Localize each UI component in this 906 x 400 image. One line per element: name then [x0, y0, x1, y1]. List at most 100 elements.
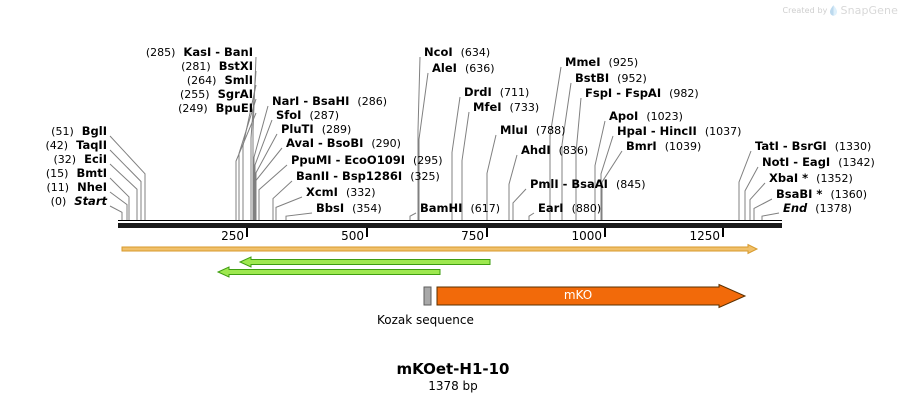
enzyme-name: BanII - Bsp1286I [296, 169, 403, 183]
enzyme-label: (0) Start [51, 195, 107, 208]
enzyme-label: AleI (636) [432, 62, 495, 75]
ruler-tick [722, 228, 724, 237]
ruler-tick-label: 1250 [689, 229, 720, 243]
enzyme-position: (636) [464, 62, 495, 75]
feature-kozak[interactable] [423, 286, 432, 306]
enzyme-position: (952) [617, 72, 647, 85]
enzyme-position: (711) [499, 86, 530, 99]
enzyme-position: (15) [45, 167, 69, 180]
enzyme-position: (354) [352, 202, 382, 215]
ruler-tick-label: 750 [461, 229, 484, 243]
enzyme-position: (42) [45, 139, 69, 152]
enzyme-position: (0) [50, 195, 67, 208]
enzyme-name: DrdI [464, 85, 492, 99]
enzyme-position: (982) [669, 87, 699, 100]
enzyme-name: EarI [538, 201, 564, 215]
feature-green-arrow-1[interactable] [238, 256, 491, 268]
ruler-tick [604, 228, 606, 237]
enzyme-position: (836) [558, 144, 589, 157]
enzyme-position: (255) [180, 88, 210, 101]
enzyme-label: DrdI (711) [464, 86, 529, 99]
kozak-feature-label: Kozak sequence [377, 313, 474, 327]
enzyme-position: (617) [470, 202, 501, 215]
backbone-bar [118, 223, 782, 228]
enzyme-position: (845) [615, 178, 646, 191]
enzyme-name: BsaBI * [776, 187, 823, 201]
enzyme-position: (332) [345, 186, 376, 199]
enzyme-label: XcmI (332) [306, 186, 376, 199]
enzyme-label: (51) BglI [51, 125, 107, 138]
enzyme-label: BanII - Bsp1286I (325) [296, 170, 440, 183]
enzyme-position: (1378) [815, 202, 852, 215]
snapgene-droplet-icon [830, 5, 838, 16]
enzyme-name: SmlI [224, 73, 254, 87]
enzyme-name: TatI - BsrGI [755, 139, 827, 153]
enzyme-position: (325) [410, 170, 440, 183]
enzyme-position: (1037) [704, 125, 742, 138]
feature-backbone-orange[interactable] [121, 243, 759, 255]
enzyme-label: (15) BmtI [46, 167, 107, 180]
enzyme-name: KasI - BanI [183, 45, 253, 59]
enzyme-position: (880) [571, 202, 602, 215]
enzyme-position: (51) [51, 125, 74, 138]
enzyme-label: PluTI (289) [281, 123, 351, 136]
enzyme-label: MluI (788) [500, 124, 565, 137]
enzyme-name: HpaI - HincII [617, 124, 697, 138]
enzyme-label: End (1378) [783, 202, 852, 215]
enzyme-name: BmrI [626, 139, 657, 153]
enzyme-name: BmtI [76, 166, 107, 180]
enzyme-label: (249) BpuEI [178, 102, 253, 115]
watermark-brand: SnapGene [840, 4, 898, 17]
ruler-tick [486, 228, 488, 237]
enzyme-label: AvaI - BsoBI (290) [286, 137, 401, 150]
enzyme-position: (1352) [816, 172, 853, 185]
enzyme-name: ApoI [609, 109, 639, 123]
page-title: mKOet-H1-10 [396, 360, 510, 378]
enzyme-position: (925) [608, 56, 639, 69]
enzyme-position: (32) [53, 153, 77, 166]
enzyme-name: SfoI [276, 108, 302, 122]
enzyme-label: XbaI * (1352) [769, 172, 853, 185]
enzyme-name: MluI [500, 123, 528, 137]
enzyme-name: NheI [77, 180, 107, 194]
enzyme-label: (11) NheI [47, 181, 108, 194]
enzyme-position: (1023) [646, 110, 683, 123]
snapgene-watermark: Created by SnapGene [782, 4, 898, 17]
enzyme-label: HpaI - HincII (1037) [617, 125, 741, 138]
enzyme-label: BbsI (354) [316, 202, 382, 215]
enzyme-position: (290) [371, 137, 401, 150]
enzyme-position: (1330) [834, 140, 872, 153]
enzyme-name: Start [74, 194, 107, 208]
enzyme-position: (11) [46, 181, 70, 194]
enzyme-position: (249) [178, 102, 208, 115]
enzyme-label: ApoI (1023) [609, 110, 683, 123]
enzyme-label: (32) EciI [53, 153, 107, 166]
backbone-top-line [118, 220, 782, 221]
ruler-tick [246, 228, 248, 237]
enzyme-name: NcoI [424, 45, 453, 59]
enzyme-position: (281) [181, 60, 211, 73]
enzyme-label: (255) SgrAI [180, 88, 253, 101]
watermark-prefix: Created by [782, 6, 828, 15]
enzyme-label: NcoI (634) [424, 46, 490, 59]
feature-green-arrow-2[interactable] [216, 266, 441, 278]
enzyme-position: (287) [309, 109, 340, 122]
feature-mko[interactable] [436, 283, 747, 309]
enzyme-label: BsaBI * (1360) [776, 188, 867, 201]
enzyme-name: EciI [84, 152, 107, 166]
enzyme-label: BamHI (617) [420, 202, 500, 215]
enzyme-name: NarI - BsaHI [272, 94, 350, 108]
enzyme-name: BstXI [218, 59, 253, 73]
enzyme-name: XbaI * [769, 171, 809, 185]
enzyme-name: AhdI [521, 143, 551, 157]
enzyme-label: TatI - BsrGI (1330) [755, 140, 871, 153]
enzyme-position: (289) [321, 123, 352, 136]
enzyme-label: PpuMI - EcoO109I (295) [291, 154, 443, 167]
enzyme-position: (788) [535, 124, 566, 137]
enzyme-position: (1342) [838, 156, 875, 169]
ruler-tick-label: 1000 [571, 229, 602, 243]
enzyme-name: FspI - FspAI [585, 86, 662, 100]
enzyme-label: BstBI (952) [575, 72, 647, 85]
